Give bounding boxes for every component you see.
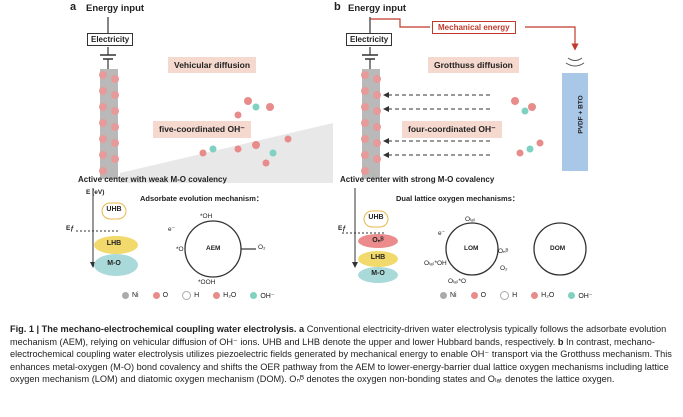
electricity-box-b: Electricity [346,33,393,46]
species-oh: *OH [200,213,213,220]
species-onb: Oₙᴮ [498,248,509,255]
energy-axis-label: E (eV) [86,189,105,196]
legend-o: O [162,292,169,299]
active-center-strong: Active center with strong M-O covalency [340,175,495,184]
mo-band-b: M-O [371,270,385,277]
species-olat-oh: Oₗₐₜ*OH [424,260,447,267]
species-olat: Oₗₐₜ [465,216,476,223]
legend-h-b: H [512,292,518,299]
species-e: e⁻ [168,226,176,233]
panel-b: b Energy input [334,1,665,313]
caption-a-text: Conventional electricity-driven water el… [10,324,667,347]
mo-band: M-O [107,260,121,267]
species-e-b: e⁻ [438,230,446,237]
five-coordinated-label: five-coordinated OH⁻ [153,121,251,138]
active-center-weak: Active center with weak M-O covalency [78,175,227,184]
legend-h2o: H₂O [223,292,237,299]
legend-a: Ni O H H₂O OH⁻ [122,291,275,300]
mechanical-energy-box: Mechanical energy [432,21,516,34]
figure-caption: Fig. 1 | The mechano-electrochemical cou… [10,323,675,386]
legend-ni: Ni [132,292,139,299]
panel-a-illustration [76,17,333,278]
electrode-column-b [361,69,381,179]
onb-band: Oₙᴮ [372,237,384,244]
legend-ni-b: Ni [450,292,457,299]
energy-input-label-b: Energy input [348,3,407,14]
piezo-label: PVDF + BTO [577,95,585,134]
legend-o-b: O [480,292,487,299]
uhb-band: UHB [106,206,122,213]
grotthuss-diffusion-label: Grotthuss diffusion [428,57,519,73]
legend-oh-b: OH⁻ [578,292,593,300]
lhb-band: LHB [106,240,122,247]
four-coordinated-label: four-coordinated OH⁻ [402,121,502,138]
aem-title: Adsorbate evolution mechanism： [140,194,264,203]
caption-b-text: In contrast, mechano-electrochemical cou… [10,336,672,385]
caption-b-label: b [557,336,564,347]
species-olat-o: Oₗₐₜ*O [448,278,467,285]
legend-h2o-b: H₂O [541,292,555,299]
water-molecules [199,97,292,167]
legend-b: Ni O H H₂O OH⁻ [440,291,593,300]
energy-input-label: Energy input [86,3,145,14]
dom-label: DOM [550,245,566,252]
aem-center-label: AEM [206,245,221,252]
panel-a: a Energy input [8,1,333,313]
panel-letter-b: b [334,1,341,13]
lom-label: LOM [464,245,479,252]
caption-a-label: a [299,324,305,334]
lhb-band-b: LHB [370,254,386,261]
species-o2-b: O₂ [500,265,508,272]
fermi-level: Eƒ [66,225,74,232]
species-ooh: *OOH [198,279,216,286]
panel-letter-a: a [70,1,77,13]
fermi-level-b: Eƒ [338,225,346,232]
electricity-box: Electricity [87,33,134,46]
legend-oh: OH⁻ [260,292,275,300]
uhb-band-b: UHB [368,214,384,221]
electrode-column [99,69,119,179]
legend-h: H [194,292,200,299]
vehicular-diffusion-label: Vehicular diffusion [168,57,257,73]
species-o: *O [176,246,184,253]
panel-b-illustration [340,17,588,283]
caption-lead: Fig. 1 | The mechano-electrochemical cou… [10,324,297,334]
species-o2: O₂ [258,244,266,251]
dual-lattice-title: Dual lattice oxygen mechanisms： [396,194,520,203]
